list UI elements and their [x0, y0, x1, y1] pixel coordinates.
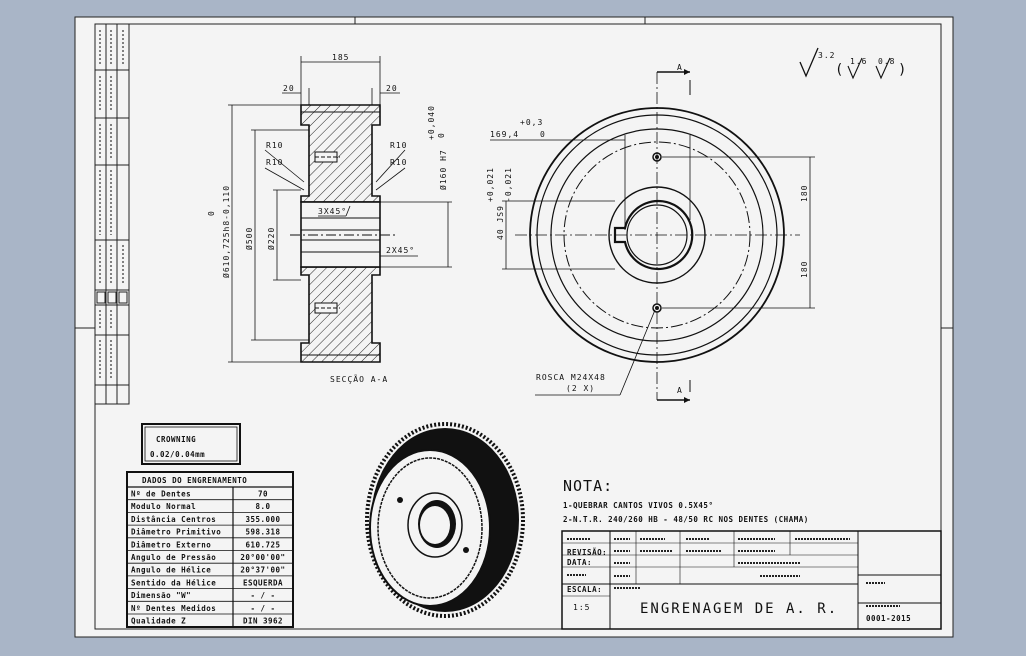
gear-isometric — [365, 422, 525, 618]
gear-data-title: DADOS DO ENGRENAMENTO — [142, 476, 247, 485]
gear-data-value: 598.318 — [245, 528, 280, 537]
thread-note: ROSCA M24X48 — [536, 373, 606, 382]
gear-data-value: 20°00'00" — [240, 553, 285, 562]
section-view — [290, 104, 395, 363]
dim-keyway-tol-minus: -0,021 — [504, 167, 513, 202]
gear-data-label: Qualidade Z — [131, 617, 186, 626]
crowning-box: CROWNING 0.02/0.04mm — [141, 423, 241, 465]
cut-marker-top: A — [677, 63, 683, 72]
crowning-value: 0.02/0.04mm — [150, 450, 205, 459]
dim-outer-dia: Ø610,725h8-0,110 — [221, 185, 231, 278]
dim-pin-tol-plus: +0,040 — [427, 105, 436, 140]
dim-pin-tol-zero: 0 — [437, 132, 446, 138]
gear-data-value: - / - — [250, 591, 275, 600]
dim-keyway-depth-tol-plus: +0,3 — [520, 118, 543, 127]
note-line-1: 1-QUEBRAR CANTOS VIVOS 0.5X45° — [563, 501, 713, 510]
dim-hole-lower: 180 — [800, 261, 809, 278]
drawing-title: ENGRENAGEM DE A. R. — [640, 601, 838, 617]
dim-r2: R10 — [266, 158, 283, 167]
gear-data-label: Sentido da Hélice — [131, 578, 216, 587]
gear-data-label: Diâmetro Externo — [131, 540, 211, 549]
section-dimensions — [228, 56, 452, 363]
thread-count: (2 X) — [566, 384, 595, 393]
finish-main: 3.2 — [818, 51, 835, 60]
dim-outer-tol-top: 0 — [207, 210, 216, 216]
gear-data-value: 20°37'00" — [240, 566, 285, 575]
finish-paren-close: ) — [898, 62, 908, 78]
gear-data-label: Angulo de Pressão — [131, 553, 216, 562]
gear-data-table: DADOS DO ENGRENAMENTO Nº de Dentes 70Modu… — [126, 471, 294, 628]
front-view — [515, 69, 800, 403]
gear-data-value: DIN 3962 — [243, 617, 283, 626]
dim-left-step: 20 — [283, 84, 295, 93]
dim-keyway-depth-tol-zero: 0 — [540, 130, 546, 139]
finish-paren-open: ( — [835, 62, 845, 78]
dim-r3: R10 — [390, 141, 407, 150]
dim-pin-dia: Ø160 H7 — [438, 149, 448, 190]
gear-data-value: 610.725 — [245, 540, 280, 549]
title-block: REVISÃO: DATA: ESCALA: 1:5 ENGRENAGEM DE… — [561, 530, 942, 630]
dim-r4: R10 — [390, 158, 407, 167]
dim-chamfer2: 2X45° — [386, 246, 415, 255]
finish-alt1: 1.6 — [850, 57, 867, 66]
drawing-number: 0001-2015 — [866, 614, 911, 623]
gear-data-label: Distância Centros — [131, 515, 216, 524]
notes-title: NOTA: — [563, 477, 613, 495]
gear-data-label: Dimensão "W" — [131, 591, 191, 600]
gear-data-value: 8.0 — [255, 502, 270, 511]
gear-data-label: Nº de Dentes — [131, 490, 191, 499]
scale-value: 1:5 — [573, 603, 590, 612]
dim-hole-upper: 180 — [800, 185, 809, 202]
data-label: DATA: — [567, 558, 592, 567]
dim-keyway-depth: 169,4 — [490, 130, 519, 139]
dim-overall-width: 185 — [332, 53, 349, 62]
gear-data-label: Modulo Normal — [131, 502, 196, 511]
revisao-label: REVISÃO: — [567, 548, 607, 557]
finish-alt2: 0.8 — [878, 57, 895, 66]
gear-data-label: Nº Dentes Medidos — [131, 604, 216, 613]
dim-hub-dia: Ø500 — [244, 227, 254, 250]
gear-data-value: - / - — [250, 604, 275, 613]
dim-right-step: 20 — [386, 84, 398, 93]
surface-finish-symbol: 3.2 ( 1.6 0.8 ) — [799, 47, 908, 80]
front-dimensions — [490, 135, 815, 396]
gear-data-label: Diâmetro Primitivo — [131, 528, 221, 537]
gear-data-value: 70 — [258, 490, 268, 499]
cut-marker-bottom: A — [677, 386, 683, 395]
dim-r1: R10 — [266, 141, 283, 150]
note-line-2: 2-N.T.R. 240/260 HB - 48/50 RC NOS DENTE… — [563, 515, 809, 524]
notes-block: NOTA: 1-QUEBRAR CANTOS VIVOS 0.5X45° 2-N… — [563, 477, 809, 524]
section-label: SECÇÃO A-A — [330, 374, 388, 384]
dim-keyway-width: 40 JS9 — [496, 205, 505, 240]
gear-data-value: ESQUERDA — [243, 578, 283, 587]
dim-chamfer1: 3X45° — [318, 207, 347, 216]
scale-label: ESCALA: — [567, 585, 602, 594]
crowning-title: CROWNING — [156, 435, 196, 444]
revision-strip — [94, 23, 130, 405]
dim-bore-dia: Ø220 — [266, 227, 276, 250]
gear-data-value: 355.000 — [245, 515, 280, 524]
gear-data-label: Angulo de Hélice — [131, 566, 211, 575]
dim-keyway-tol-plus: +0,021 — [486, 167, 495, 202]
